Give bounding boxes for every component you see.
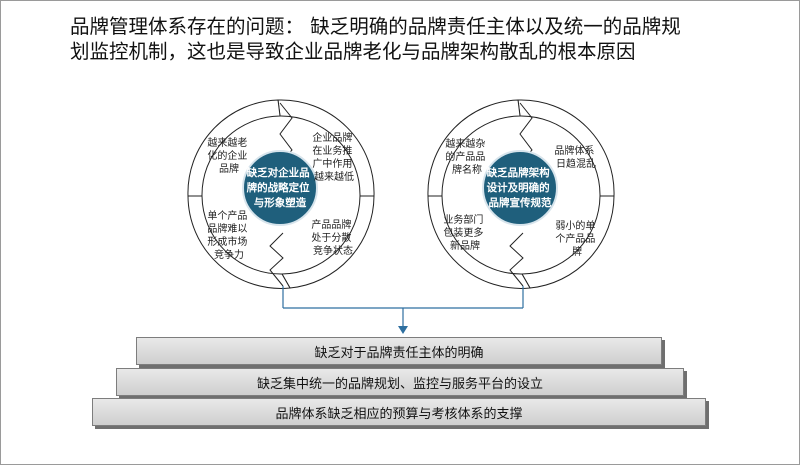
- headline-line-2: 划监控机制，这也是导致企业品牌老化与品牌架构散乱的根本原因: [70, 40, 636, 63]
- step-top-label: 缺乏对于品牌责任主体的明确: [314, 345, 484, 361]
- left-center-circle: [242, 150, 318, 226]
- headline: 品牌管理体系存在的问题： 缺乏明确的品牌责任主体以及统一的品牌规 划监控机制，这…: [70, 14, 770, 64]
- right-top-left-text: 越来越杂 的产品品 牌名称: [445, 137, 488, 176]
- step-middle-label: 缺乏集中统一的品牌规划、监控与服务平台的设立: [256, 376, 543, 392]
- left-bottom-right-text: 产品品牌 处于分散 竞争状态: [311, 218, 354, 257]
- right-center-text: 缺乏品牌架构 设计及明确的 品牌宣传规范: [486, 166, 554, 209]
- connector-arrowhead: [398, 326, 408, 334]
- left-center-text: 缺乏对企业品 牌的战略定位 与形象塑造: [246, 166, 314, 209]
- left-divider-bottom: [269, 232, 284, 287]
- step-top: 缺乏对于品牌责任主体的明确: [136, 337, 662, 365]
- left-ring-top-left: [187, 99, 281, 197]
- step-bottom: 品牌体系缺乏相应的预算与考核体系的支撑: [92, 398, 706, 426]
- left-cycle: 缺乏对企业品 牌的战略定位 与形象塑造 越来越老 化的企业 品牌 企业品牌 在业…: [187, 99, 375, 289]
- right-bottom-right-text: 弱小的单 个产品品 牌: [555, 219, 598, 258]
- left-top-left-text: 越来越老 化的企业 品牌: [207, 136, 250, 175]
- right-divider-bottom: [509, 232, 524, 287]
- right-center-circle: [482, 150, 558, 226]
- left-bottom-left-text: 单个产品 品牌难以 形成市场 竞争力: [207, 209, 250, 261]
- step-bottom-label: 品牌体系缺乏相应的预算与考核体系的支撑: [275, 406, 523, 422]
- step-middle: 缺乏集中统一的品牌规划、监控与服务平台的设立: [116, 368, 684, 396]
- connector-bracket: [282, 286, 524, 334]
- right-ring-top-left: [427, 99, 521, 197]
- right-cycle: 缺乏品牌架构 设计及明确的 品牌宣传规范 越来越杂 的产品品 牌名称 品牌体系 …: [427, 99, 615, 289]
- right-bottom-left-text: 业务部门 包装更多 新品牌: [443, 213, 486, 252]
- right-top-right-text: 品牌体系 日趋混乱: [554, 144, 597, 170]
- left-top-right-text: 企业品牌 在业务推 广中作用 越来越低: [312, 131, 355, 183]
- headline-line-1: 品牌管理体系存在的问题： 缺乏明确的品牌责任主体以及统一的品牌规: [70, 15, 681, 38]
